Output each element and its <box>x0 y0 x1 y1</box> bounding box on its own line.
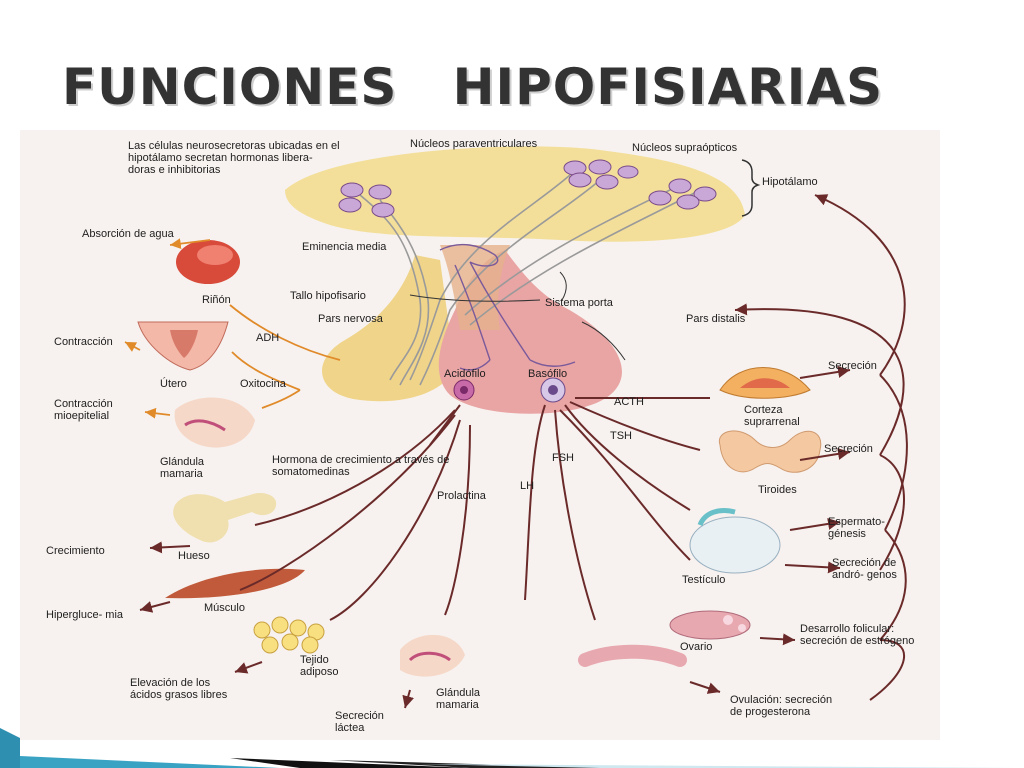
label-pars-nervosa: Pars nervosa <box>318 313 383 325</box>
label-ovulation: Ovulación: secreción de progesterona <box>730 694 833 718</box>
label-neurosecretory-cells: Las células neurosecretoras ubicadas en … <box>128 140 340 176</box>
hormone-pathways <box>139 194 908 709</box>
label-median-eminence: Eminencia media <box>302 241 387 253</box>
label-water-absorption: Absorción de agua <box>82 228 174 240</box>
label-acth: ACTH <box>614 396 644 408</box>
label-basophil: Basófilo <box>528 368 568 380</box>
label-pars-distalis: Pars distalis <box>686 313 746 325</box>
page-title: FUNCIONES HIPOFISIARIAS <box>62 58 884 116</box>
label-spermatogenesis: Espermato- génesis <box>828 516 885 540</box>
label-bone: Hueso <box>178 550 210 562</box>
label-pituitary-stalk: Tallo hipofisario <box>290 290 366 302</box>
label-uterus: Útero <box>160 378 187 390</box>
portal-vessels <box>439 243 576 371</box>
label-prolactin: Prolactina <box>437 490 486 502</box>
kidney-organ <box>176 240 240 284</box>
label-milk-secretion: Secreción láctea <box>335 710 384 734</box>
label-mammary-gland-1: Glándula mamaria <box>160 456 205 480</box>
label-lh: LH <box>520 480 535 492</box>
basophil-cell <box>540 377 566 403</box>
label-fsh: FSH <box>552 452 574 464</box>
label-myoepithelial-contraction: Contracción mioepitelial <box>54 398 113 422</box>
adipose-tissue <box>253 616 325 654</box>
muscle-organ <box>165 568 305 599</box>
label-kidney: Riñón <box>202 294 231 306</box>
label-adrenal-cortex: Corteza suprarrenal <box>744 404 800 428</box>
label-secretion-2: Secreción <box>824 443 873 455</box>
label-oxytocin: Oxitocina <box>240 378 286 390</box>
stalk <box>440 245 510 330</box>
bone-organ <box>173 493 277 543</box>
label-follicular-development: Desarrollo folicular: secreción de estró… <box>800 623 915 647</box>
thyroid-organ <box>718 430 822 473</box>
testicle-organ <box>689 508 781 574</box>
label-adipose-tissue: Tejido adiposo <box>300 654 339 678</box>
label-muscle: Músculo <box>204 602 245 614</box>
leader-lines <box>409 271 626 361</box>
hypothalamus-bracket <box>741 159 761 217</box>
posterior-lobe <box>322 255 455 402</box>
label-thyroid: Tiroides <box>758 484 797 496</box>
label-portal-system: Sistema porta <box>545 297 613 309</box>
label-paraventricular-nuclei: Núcleos paraventriculares <box>410 138 538 150</box>
uterus-organ <box>137 321 229 371</box>
label-contraction: Contracción <box>54 336 113 348</box>
posterior-pathways <box>124 238 341 419</box>
label-ovary: Ovario <box>680 641 713 653</box>
label-supraoptic-nuclei: Núcleos supraópticos <box>632 142 738 154</box>
acidophil-cell <box>453 379 475 401</box>
label-hyperglycemia: Hiperglucе- mia <box>46 609 124 621</box>
label-fatty-acids: Elevación de los ácidos grasos libres <box>130 677 228 701</box>
label-testicle: Testículo <box>682 574 726 586</box>
label-mammary-gland-2: Glándula mamaria <box>436 687 481 711</box>
adrenal-cortex-organ <box>719 367 811 399</box>
fallopian-tube <box>578 644 687 667</box>
label-tsh: TSH <box>610 430 632 442</box>
ovary-organ <box>669 610 751 640</box>
mammary-gland-1 <box>174 397 255 448</box>
label-androgen-secretion: Secreción de andró- genos <box>832 557 897 581</box>
mammary-gland-2 <box>400 634 465 677</box>
label-growth-hormone: Hormona de crecimiento a través de somat… <box>272 454 450 478</box>
slide-decoration <box>0 728 1024 768</box>
label-adh: ADH <box>256 332 280 344</box>
label-secretion-1: Secreción <box>828 360 877 372</box>
label-hypothalamus: Hipotálamo <box>762 176 818 188</box>
neurosecretory-cells <box>338 159 717 218</box>
label-growth: Crecimiento <box>46 545 105 557</box>
label-acidophil: Acidófilo <box>444 368 486 380</box>
